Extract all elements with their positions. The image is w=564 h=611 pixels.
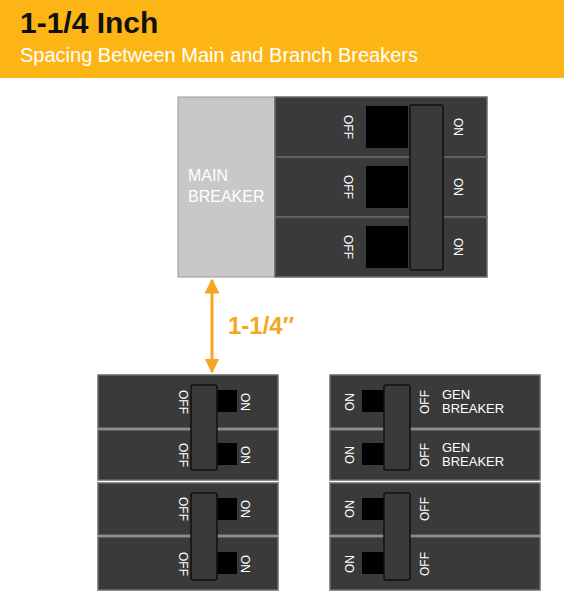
switch-position-label: ON xyxy=(238,500,252,518)
title-banner xyxy=(0,0,564,78)
main-breaker-label-box: MAIN BREAKER xyxy=(178,97,275,277)
switch-position-label: ON xyxy=(343,500,357,518)
switch-position-label: OFF xyxy=(176,390,190,414)
switch-position-label: OFF xyxy=(341,115,355,139)
breaker-pole: OFF ON xyxy=(98,483,278,535)
breaker-pole: OFF ON xyxy=(98,375,278,428)
dimension-label: 1-1/4″ xyxy=(226,312,296,340)
switch-position-label: ON xyxy=(343,555,357,573)
dimension-arrow xyxy=(211,280,214,372)
breaker-pole: ON OFF GEN BREAKER xyxy=(330,375,540,428)
generator-label: GEN BREAKER xyxy=(442,388,522,417)
switch-position-label: ON xyxy=(451,118,465,136)
switch-position-label: OFF xyxy=(176,443,190,467)
switch-position-label: ON xyxy=(238,393,252,411)
switch-position-label: OFF xyxy=(176,497,190,521)
breaker-pole: OFF ON xyxy=(98,430,278,480)
switch-position-label: ON xyxy=(451,178,465,196)
switch-position-label: ON xyxy=(343,393,357,411)
main-breaker-panel xyxy=(178,97,275,277)
breaker-windows xyxy=(217,106,408,574)
switch-position-label: OFF xyxy=(418,390,432,414)
title: 1-1/4 Inch xyxy=(20,6,158,40)
breaker-bodies xyxy=(98,97,540,590)
breaker-pole: OFF ON xyxy=(98,537,278,590)
switch-position-label: OFF xyxy=(418,443,432,467)
breaker-pole: OFF ON xyxy=(275,157,487,217)
switch-position-label: ON xyxy=(343,446,357,464)
generator-label: GEN BREAKER xyxy=(442,441,522,470)
switch-position-label: ON xyxy=(238,446,252,464)
switch-position-label: OFF xyxy=(176,552,190,576)
switch-position-label: OFF xyxy=(341,235,355,259)
breaker-pole: OFF ON xyxy=(275,217,487,277)
subtitle: Spacing Between Main and Branch Breakers xyxy=(20,44,418,67)
breaker-pole: ON OFF GEN BREAKER xyxy=(330,430,540,480)
switch-position-label: OFF xyxy=(341,175,355,199)
breaker-pole: ON OFF xyxy=(330,483,540,535)
switch-position-label: OFF xyxy=(418,552,432,576)
switch-position-label: ON xyxy=(451,238,465,256)
main-breaker-label: MAIN BREAKER xyxy=(188,166,273,208)
breaker-pole: ON OFF xyxy=(330,537,540,590)
switch-position-label: ON xyxy=(238,555,252,573)
switch-position-label: OFF xyxy=(418,497,432,521)
breaker-pole: OFF ON xyxy=(275,97,487,157)
breaker-handles xyxy=(191,105,443,580)
